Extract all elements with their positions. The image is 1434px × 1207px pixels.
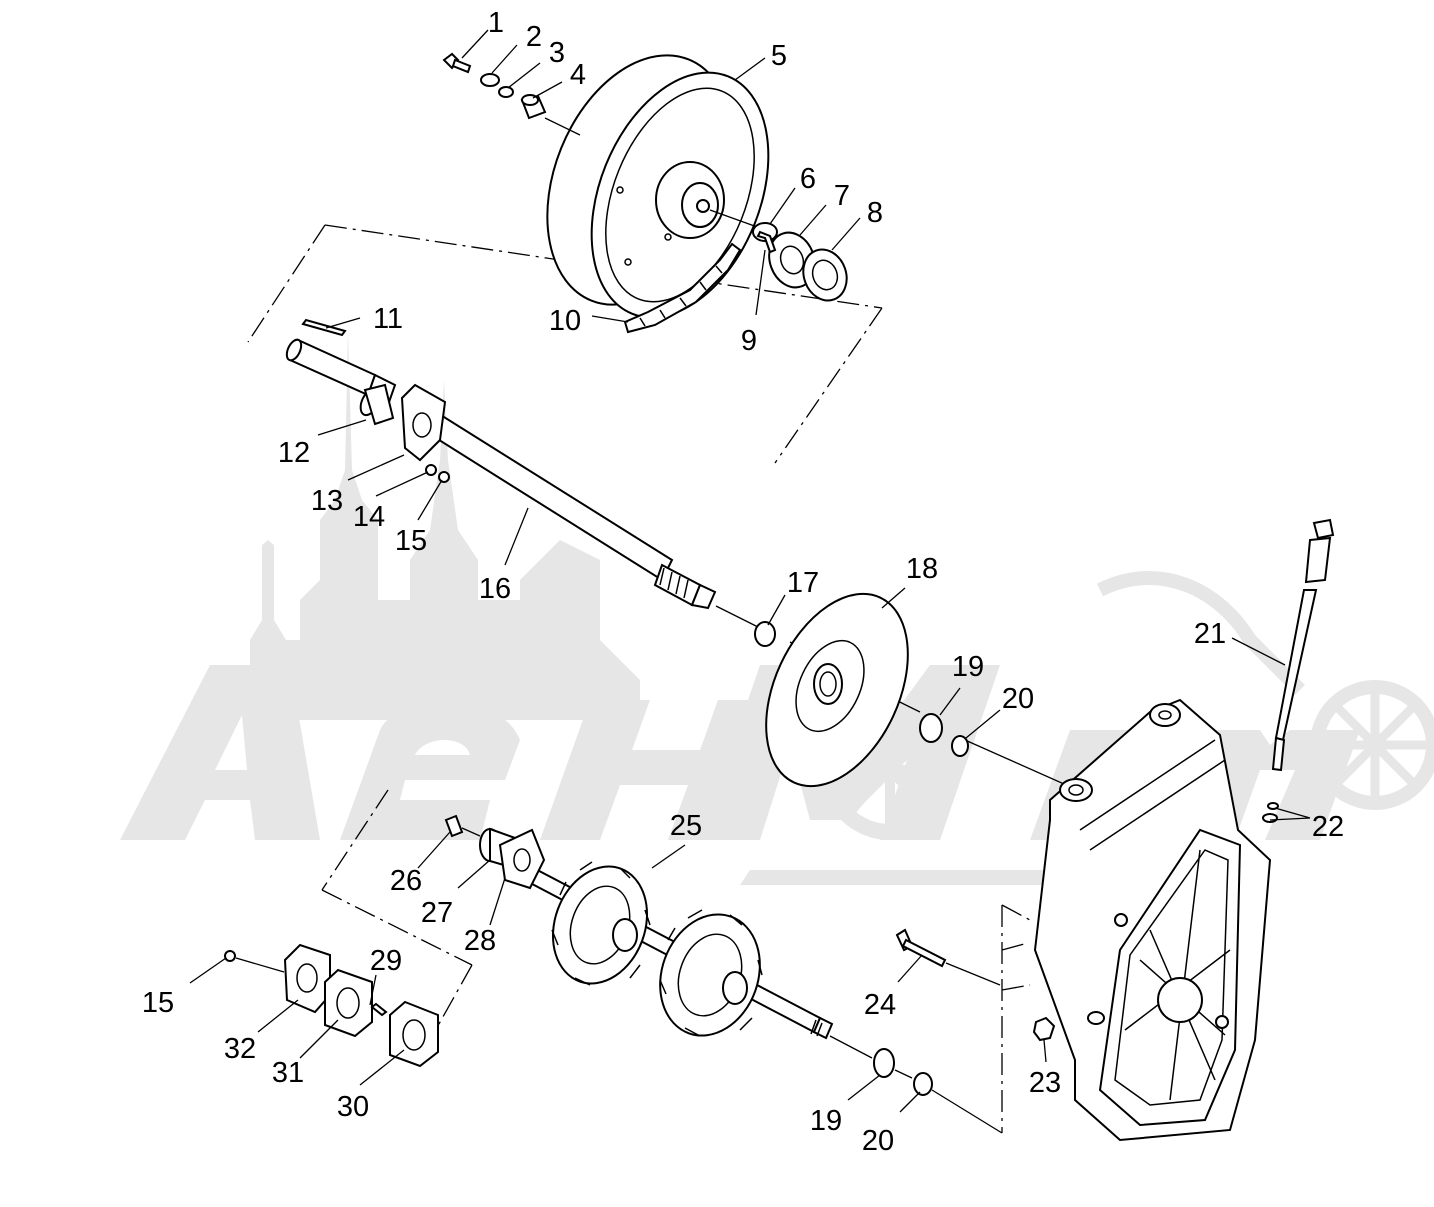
callout-leaders (189, 29, 1311, 1113)
callout-17: 17 (787, 567, 819, 599)
track-segment-part-10 (623, 242, 742, 334)
callout-8: 8 (867, 197, 883, 229)
axis-line-wheel-upper (544, 117, 761, 229)
watermark-castle-icon (250, 330, 640, 720)
callout-30: 30 (337, 1091, 369, 1123)
flange-bearing-part-28 (498, 828, 546, 890)
assembly-bracket-lower (321, 789, 473, 1041)
axis-line-flange (235, 957, 285, 973)
callout-2: 2 (526, 21, 542, 53)
washer-part-14 (425, 464, 437, 476)
callout-14: 14 (353, 501, 385, 533)
callout-27: 27 (421, 897, 453, 929)
callout-26: 26 (390, 865, 422, 897)
watermark (120, 330, 1434, 885)
o-ring-part-20-upper (951, 735, 969, 757)
callout-20: 20 (1002, 683, 1034, 715)
o-ring-part-20-lower (913, 1072, 933, 1096)
axis-line-lower-shaft (829, 1035, 1003, 1134)
callout-15: 15 (395, 525, 427, 557)
washer-part-3 (498, 86, 514, 98)
callout-22: 22 (1312, 811, 1344, 843)
callout-25: 25 (670, 810, 702, 842)
callout-9: 9 (741, 325, 757, 357)
bearing-part-19-lower (873, 1048, 895, 1078)
callout-29: 29 (370, 945, 402, 977)
callout-12: 12 (278, 437, 310, 469)
axis-line-fitting (461, 827, 481, 837)
pin-part-29 (370, 1002, 388, 1017)
callout-11: 11 (373, 303, 403, 335)
callout-19: 19 (952, 651, 984, 683)
flange-plate-part-32 (283, 943, 331, 1014)
washer-part-2 (480, 73, 500, 87)
speedometer-cable-part-21 (1271, 518, 1335, 772)
callout-3: 3 (549, 37, 565, 69)
callout-31: 31 (272, 1057, 304, 1089)
flange-plate-part-30 (389, 1000, 439, 1068)
callout-32: 32 (224, 1033, 256, 1065)
bolt-part-1 (442, 52, 472, 74)
callout-6: 6 (800, 163, 816, 195)
fitting-part-26 (444, 814, 464, 838)
pin-part-11 (301, 318, 347, 337)
screw-part-9 (756, 230, 777, 254)
callout-labels: 1 2 3 4 5 6 7 8 9 10 11 12 13 14 15 16 1… (142, 7, 1344, 1157)
callout-4: 4 (570, 59, 586, 91)
callout-7: 7 (834, 180, 850, 212)
bolt-part-24 (895, 928, 947, 968)
snap-ring-part-17 (754, 621, 776, 647)
nut-part-15 (438, 471, 450, 483)
o-ring-part-22-b (1262, 813, 1278, 823)
flange-part-13 (400, 383, 447, 462)
chaincase-housing (1033, 698, 1272, 1142)
gasket-part-31 (324, 968, 373, 1038)
callout-19-lower: 19 (810, 1105, 842, 1137)
callout-1: 1 (488, 7, 504, 39)
callout-10: 10 (549, 305, 581, 337)
callout-20-lower: 20 (862, 1125, 894, 1157)
callout-16: 16 (479, 573, 511, 605)
callout-13: 13 (311, 485, 343, 517)
callout-21: 21 (1194, 618, 1226, 650)
bearing-part-19-upper (919, 713, 943, 743)
callout-5: 5 (771, 40, 787, 72)
assembly-bracket-upper (247, 224, 883, 464)
cover-plate-part-8 (802, 248, 848, 302)
axis-line-bolt-24 (945, 962, 1001, 986)
drive-sprocket-part-18 (765, 592, 909, 788)
callout-15-lower: 15 (142, 987, 174, 1019)
assembly-bracket-right (1001, 904, 1031, 1133)
callout-28: 28 (464, 925, 496, 957)
nut-part-23 (1032, 1016, 1056, 1042)
nut-part-15-lower (224, 950, 236, 962)
bearing-part-12 (359, 383, 395, 426)
callout-18: 18 (906, 553, 938, 585)
callout-23: 23 (1029, 1067, 1061, 1099)
callout-24: 24 (864, 989, 896, 1021)
